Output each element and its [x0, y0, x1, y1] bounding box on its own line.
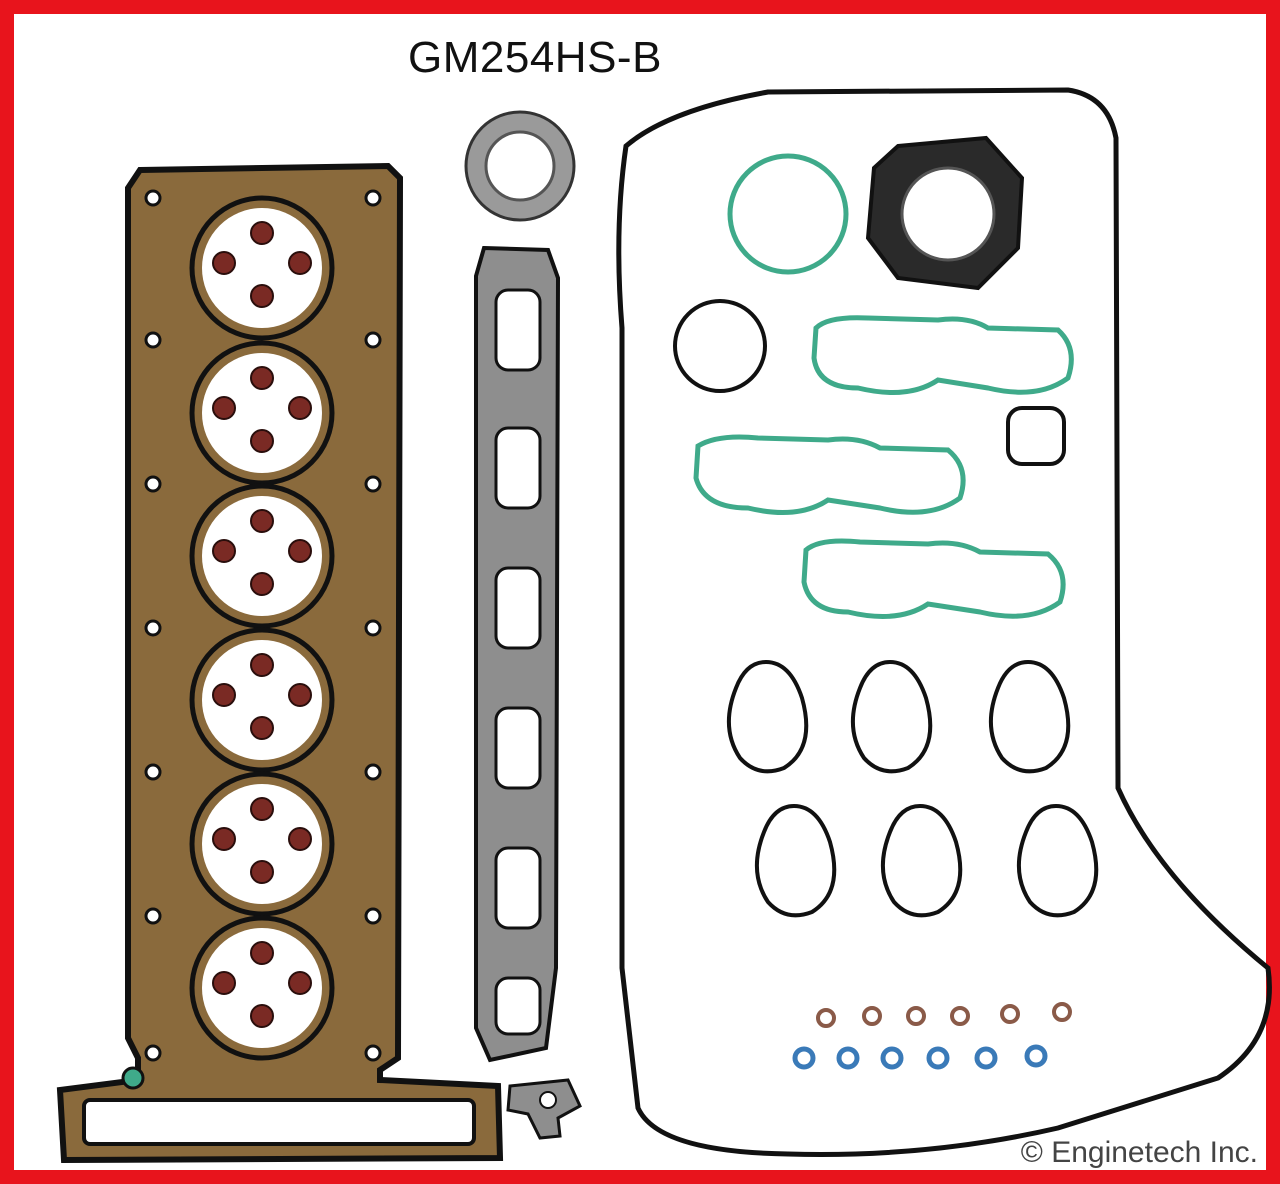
- cylinder-head-gasket: [56, 162, 504, 1164]
- port-seal: [850, 659, 933, 774]
- large-o-ring: [673, 299, 767, 393]
- valve-cover-gasket: [616, 87, 1272, 1157]
- part-number-label: GM254HS-B: [408, 33, 662, 82]
- intake-gasket-upper: [811, 315, 1074, 395]
- small-cover-gasket: [506, 1078, 582, 1140]
- port-seal: [880, 803, 963, 918]
- port-seal: [754, 803, 837, 918]
- product-photo: GM254HS-B: [28, 28, 1280, 1184]
- port-seal: [726, 659, 809, 774]
- port-seal: [988, 659, 1071, 774]
- copyright-label: © Enginetech Inc.: [1020, 1136, 1258, 1169]
- exhaust-donut-gasket: [464, 110, 576, 222]
- port-seal: [1016, 803, 1099, 918]
- intake-gasket-middle: [693, 434, 966, 515]
- exhaust-manifold-gasket: [474, 245, 561, 1063]
- water-outlet-gasket: [865, 135, 1025, 291]
- intake-gasket-lower: [801, 538, 1066, 619]
- throttle-body-gasket: [727, 153, 849, 275]
- intake-port-seals: [726, 659, 1099, 918]
- gasket-set-illustration: [56, 87, 1272, 1164]
- intake-gasket-group: [693, 315, 1074, 619]
- injector-o-rings-brown: [816, 1002, 1072, 1028]
- small-square-gasket: [1006, 406, 1066, 466]
- injector-o-rings-blue: [792, 1044, 1048, 1070]
